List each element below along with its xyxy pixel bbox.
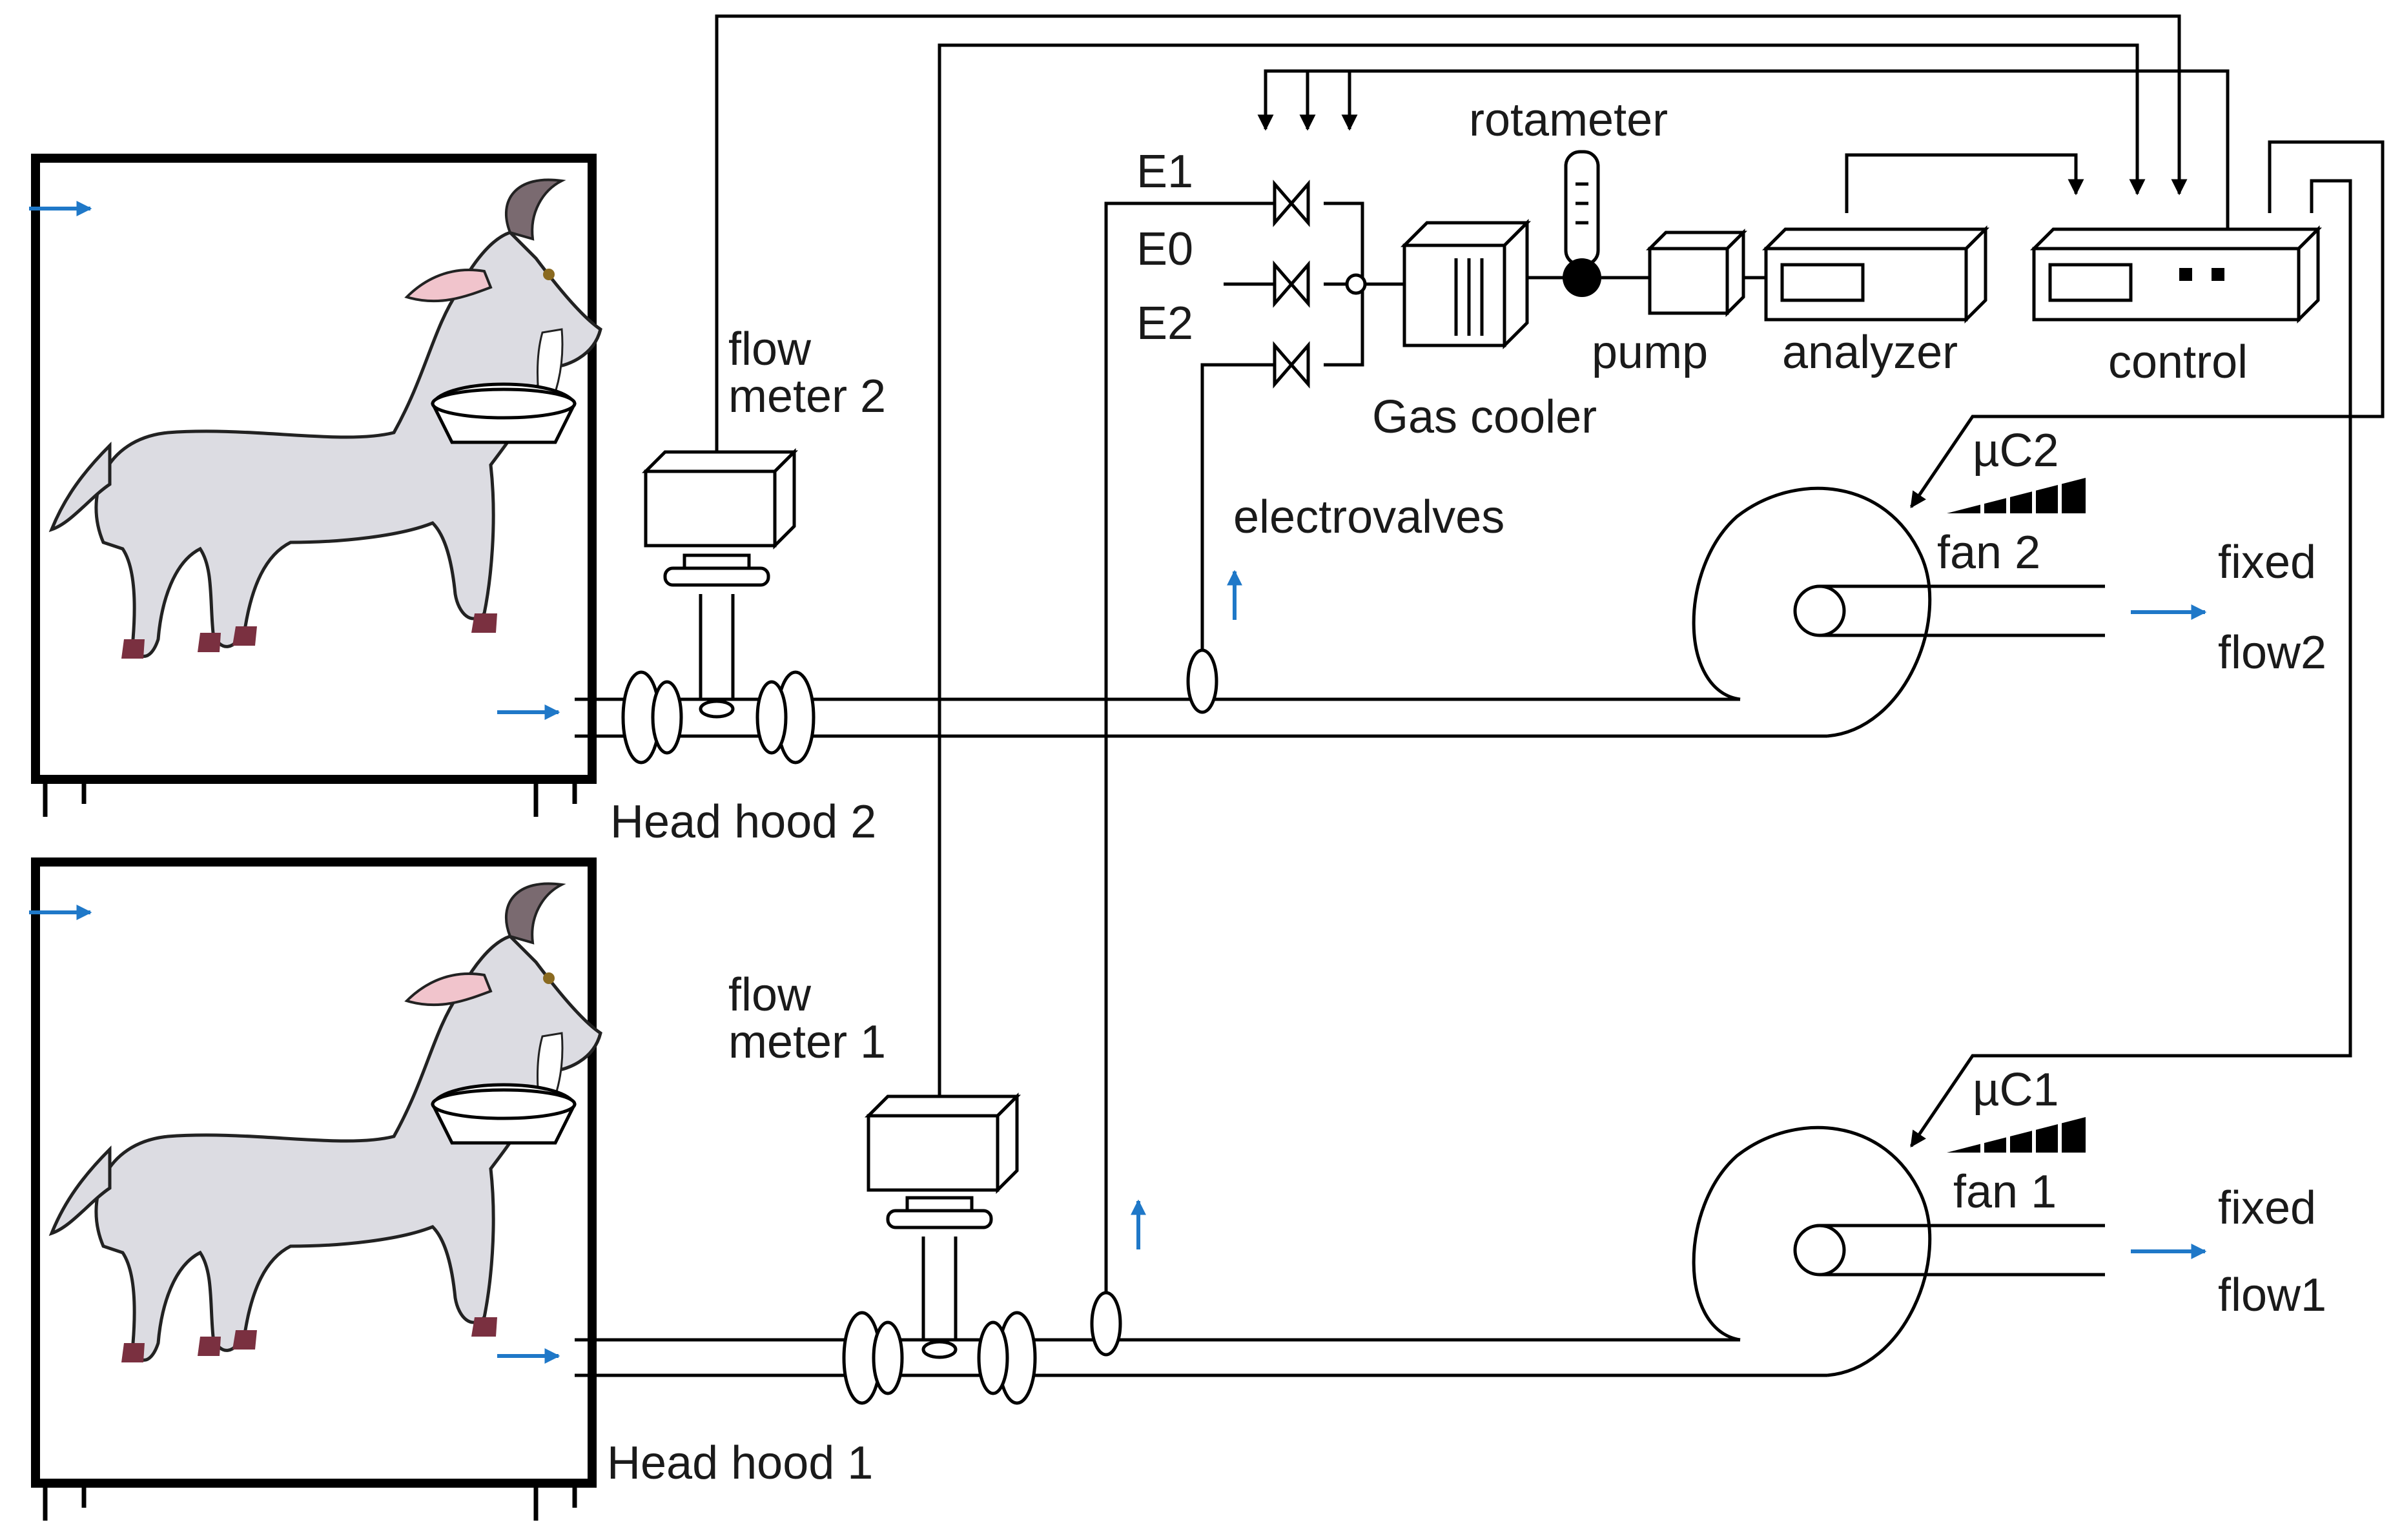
rotameter-label: rotameter [1469,94,1668,146]
gas-cooler [1400,218,1566,350]
fan-2-label: fan 2 [1937,527,2040,579]
flow-meter-1-label-line1: flow [728,969,812,1021]
fixed-flow-1-label-line1: fixed [2218,1182,2316,1234]
head-hood-1-label: Head hood 1 [607,1437,873,1489]
analyzer-label: analyzer [1782,327,1958,378]
flow-meter-2-label-line1: flow [728,323,812,375]
flow-meter-1-label-line2: meter 1 [728,1016,886,1068]
control-label: control [2108,336,2248,388]
feed-bowl-icon [433,1085,575,1143]
valve-icon [1275,184,1308,223]
rotameter [1563,150,1650,297]
signal-wiring [715,14,2385,1148]
flow-meter-2-label-line2: meter 2 [728,371,886,422]
fixed-flow-1-label-line2: flow1 [2218,1269,2326,1321]
chamber-2 [31,154,600,817]
feed-bowl-icon [433,384,575,442]
valve-e1-label: E1 [1136,146,1193,198]
chamber-1 [31,857,600,1521]
electrovalves-label: electrovalves [1233,491,1504,543]
valve-e0-label: E0 [1136,223,1193,275]
duct-2 [575,447,2105,765]
fan-1-label: fan 1 [1953,1166,2057,1218]
pump-label: pump [1592,327,1708,378]
chamber-inlet-arrows [29,201,560,1364]
control-unit [2029,225,2323,324]
fixed-flow-2-label-line1: fixed [2218,537,2316,588]
uc1-speed-bars [1947,1117,2086,1153]
fixed-flow-2-label-line2: flow2 [2218,627,2326,679]
valve-icon [1275,345,1308,384]
duct-1 [575,1092,2105,1405]
uc2-label: µC2 [1973,425,2059,477]
uc2-speed-bars [1947,478,2086,513]
valve-e2-label: E2 [1136,298,1193,349]
head-hood-2-label: Head hood 2 [610,796,876,848]
uc1-label: µC1 [1973,1064,2059,1116]
analyzer [1761,225,1990,324]
valve-icon [1275,265,1308,303]
gas-cooler-label: Gas cooler [1372,391,1597,443]
sample-lines [1104,184,1404,1293]
pump [1645,228,1766,318]
